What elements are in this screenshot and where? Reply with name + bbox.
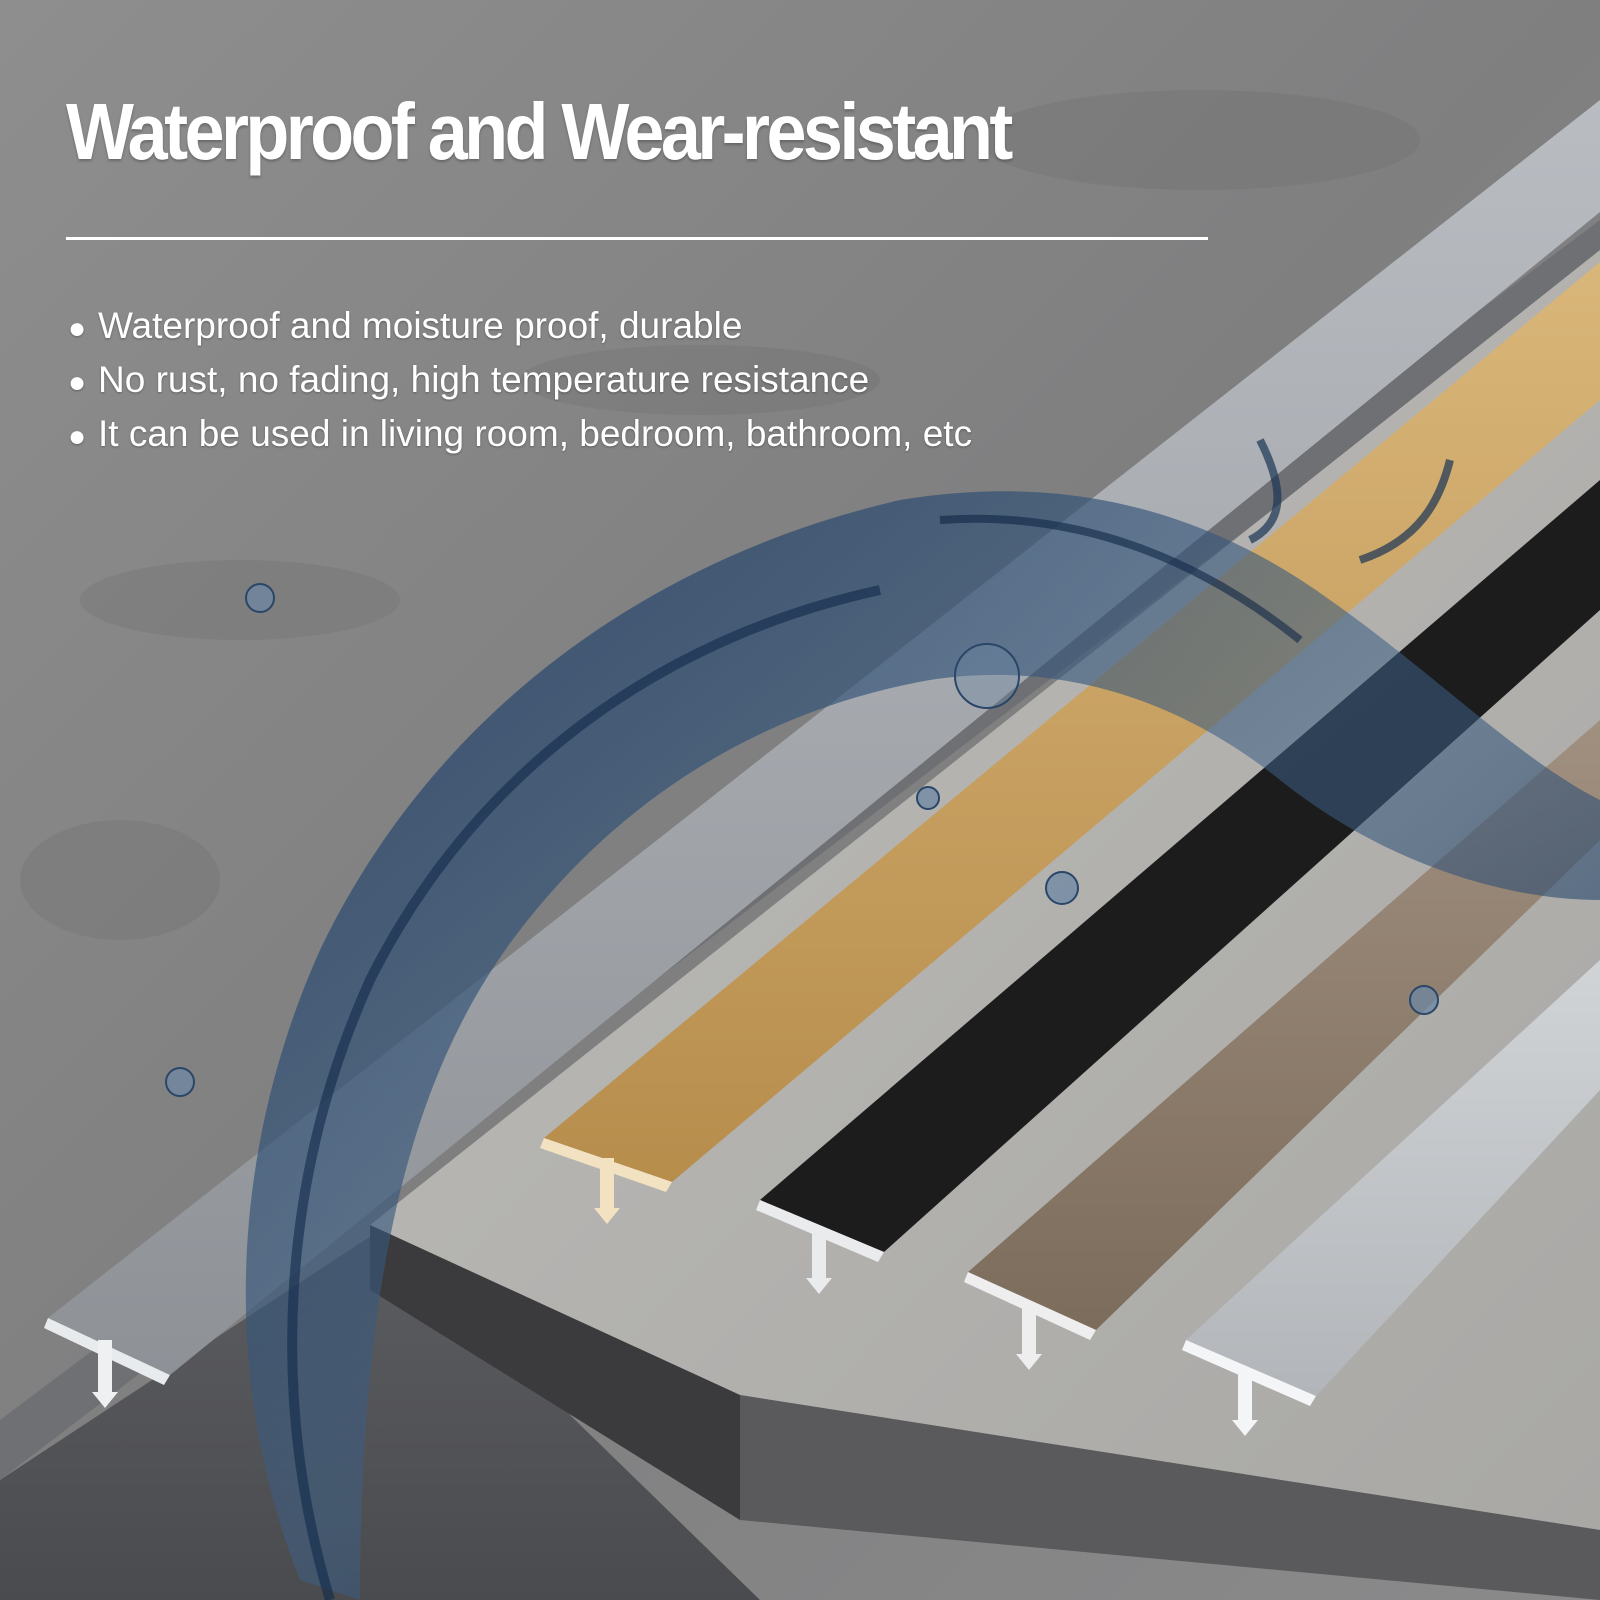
gold-transition-strip	[540, 262, 1600, 1224]
feature-text: No rust, no fading, high temperature res…	[98, 359, 870, 400]
feature-item: ● No rust, no fading, high temperature re…	[68, 354, 972, 408]
bullet-icon: ●	[68, 312, 87, 345]
floor	[0, 1230, 760, 1600]
floor-board-side	[370, 1225, 740, 1520]
headline-divider	[66, 237, 1208, 240]
light-silver-transition-strip	[1182, 960, 1600, 1436]
water-droplets	[165, 583, 1439, 1097]
wall-texture	[20, 90, 1420, 940]
feature-list: ●Waterproof and moisture proof, durable …	[68, 300, 972, 462]
bullet-icon: ●	[68, 420, 87, 453]
feature-item: ● It can be used in living room, bedroom,…	[68, 408, 972, 462]
feature-item: ● Waterproof and moisture proof, durable	[68, 300, 972, 354]
feature-text: Waterproof and moisture proof, durable	[98, 305, 743, 346]
floor-board-front	[740, 1395, 1600, 1600]
feature-text: It can be used in living room, bedroom, …	[98, 413, 973, 454]
bullet-icon: ●	[68, 366, 87, 399]
headline: Waterproof and Wear-resistant	[66, 87, 1013, 176]
water-splash	[245, 438, 1600, 1600]
bronze-transition-strip	[964, 720, 1600, 1370]
